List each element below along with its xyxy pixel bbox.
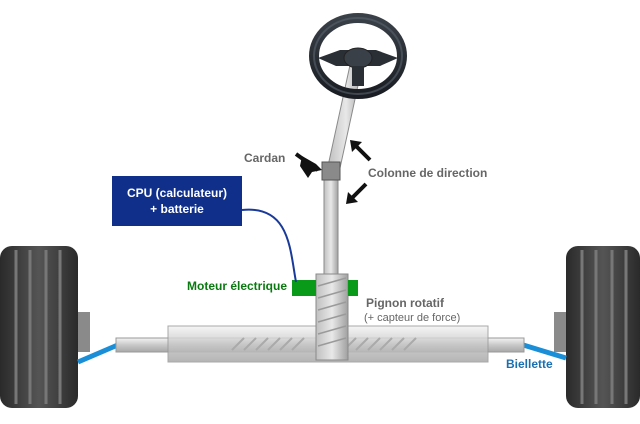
arrow-icon-column-down bbox=[346, 182, 368, 204]
arrow-icon-cardan bbox=[294, 152, 322, 178]
pignon-label: Pignon rotatif bbox=[366, 296, 444, 310]
right-tire-icon bbox=[554, 246, 640, 408]
biellette-label: Biellette bbox=[506, 357, 553, 371]
left-tire-icon bbox=[0, 246, 90, 408]
pignon-sub-label: (+ capteur de force) bbox=[364, 312, 461, 324]
moteur-label: Moteur électrique bbox=[187, 279, 288, 293]
electric-motor bbox=[292, 280, 358, 296]
colonne-label: Colonne de direction bbox=[368, 166, 488, 180]
cpu-label: CPU (calculateur) bbox=[126, 186, 228, 200]
cpu-cable bbox=[241, 208, 297, 283]
steering-wheel-icon bbox=[309, 13, 407, 99]
battery-label: + batterie bbox=[150, 202, 204, 216]
cpu-box: CPU (calculateur) + batterie bbox=[112, 176, 242, 226]
cardan-joint bbox=[321, 161, 341, 181]
cardan-label: Cardan bbox=[244, 151, 286, 165]
arrow-icon-column-up bbox=[350, 140, 372, 162]
pinion bbox=[315, 273, 349, 361]
tie-rods bbox=[77, 341, 567, 365]
